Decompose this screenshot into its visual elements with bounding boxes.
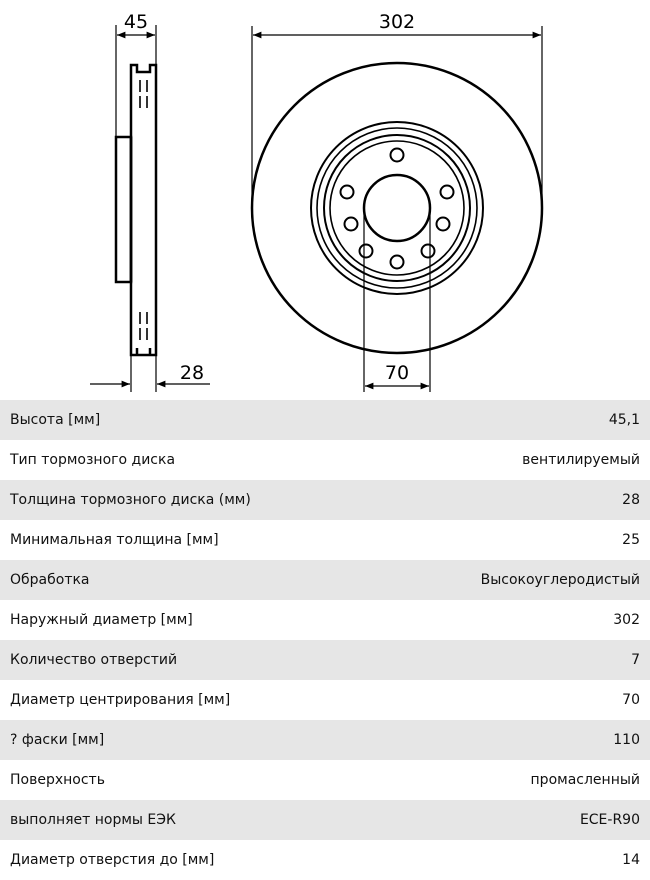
spec-value: 14 — [622, 852, 640, 868]
spec-label: Диаметр отверстия до [мм] — [10, 852, 215, 868]
spec-value: Высокоуглеродистый — [480, 572, 640, 588]
spec-row: Обработка Высокоуглеродистый — [0, 560, 650, 600]
spec-label: Толщина тормозного диска (мм) — [10, 492, 251, 508]
spec-label: Тип тормозного диска — [10, 452, 176, 468]
spec-row: выполняет нормы ЕЭК ECE-R90 — [0, 800, 650, 840]
spec-label: Наружный диаметр [мм] — [10, 612, 193, 628]
spec-value: 25 — [622, 532, 640, 548]
spec-label: Поверхность — [10, 772, 105, 788]
dimension-diameter-label: 302 — [379, 11, 415, 33]
spec-value: 302 — [613, 612, 640, 628]
dimension-thickness-label: 28 — [180, 362, 204, 384]
dimension-diameter — [251, 26, 543, 208]
dimension-width-label: 45 — [124, 11, 148, 33]
dimension-center-label: 70 — [385, 362, 409, 384]
spec-label: Обработка — [10, 572, 90, 588]
spec-label: Количество отверстий — [10, 652, 178, 668]
brake-disc-drawing: 45 28 302 70 — [90, 11, 544, 392]
spec-row: Наружный диаметр [мм] 302 — [0, 600, 650, 640]
dimension-width — [115, 25, 157, 137]
spec-label: Диаметр центрирования [мм] — [10, 692, 231, 708]
disc-front-view — [250, 61, 544, 355]
spec-value: 70 — [622, 692, 640, 708]
spec-row: Диаметр центрирования [мм] 70 — [0, 680, 650, 720]
spec-value: 7 — [631, 652, 640, 668]
spec-label: Высота [мм] — [10, 412, 101, 428]
spec-label: Минимальная толщина [мм] — [10, 532, 219, 548]
spec-value: 45,1 — [608, 412, 640, 428]
spec-row: ? фаски [мм] 110 — [0, 720, 650, 760]
spec-value: 28 — [622, 492, 640, 508]
spec-label: ? фаски [мм] — [10, 732, 105, 748]
vent-slots — [139, 80, 148, 340]
spec-value: 110 — [613, 732, 640, 748]
disc-side-view — [114, 63, 158, 357]
dimension-thickness — [90, 355, 210, 392]
spec-row: Минимальная толщина [мм] 25 — [0, 520, 650, 560]
bolt-holes — [339, 147, 455, 270]
spec-value: ECE-R90 — [579, 812, 640, 828]
spec-row: Диаметр отверстия до [мм] 14 — [0, 840, 650, 880]
dimension-center — [363, 208, 431, 392]
spec-value: промасленный — [530, 772, 640, 788]
spec-label: выполняет нормы ЕЭК — [10, 812, 176, 828]
spec-row: Тип тормозного диска вентилируемый — [0, 440, 650, 480]
spec-row: Поверхность промасленный — [0, 760, 650, 800]
spec-value: вентилируемый — [522, 452, 640, 468]
spec-row: Количество отверстий 7 — [0, 640, 650, 680]
spec-row: Толщина тормозного диска (мм) 28 — [0, 480, 650, 520]
spec-row: Высота [мм] 45,1 — [0, 400, 650, 440]
specs-table: Высота [мм] 45,1 Тип тормозного диска вент… — [0, 400, 650, 880]
